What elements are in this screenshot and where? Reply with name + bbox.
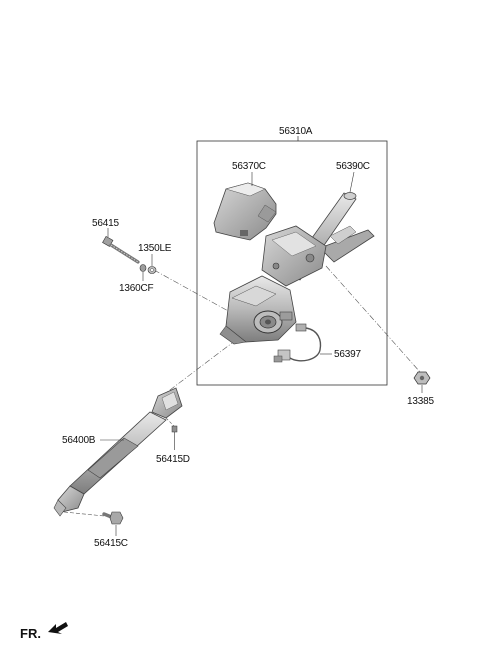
label-56390C: 56390C [336, 161, 370, 172]
label-56415: 56415 [92, 218, 119, 229]
leader-upper-column [349, 171, 355, 193]
assembly-dash-lines [153, 265, 421, 397]
bolt-56415D-part [171, 425, 178, 450]
wiring-harness-part [273, 323, 322, 363]
label-13385: 13385 [407, 396, 434, 407]
washer-1350LE-part [147, 266, 157, 274]
washer-1360CF-part [139, 264, 147, 272]
label-56415D: 56415D [156, 454, 190, 465]
label-56397: 56397 [334, 349, 361, 360]
label-56370C: 56370C [232, 161, 266, 172]
bolt-56415-part [102, 235, 140, 264]
bolt-56415C-part [63, 511, 124, 525]
dash-bolt-56415D [165, 417, 175, 427]
cover-part [213, 182, 277, 241]
label-1350LE: 1350LE [138, 243, 172, 254]
nut-13385-part [413, 371, 431, 385]
label-56400B: 56400B [62, 435, 96, 446]
mounting-bracket [261, 225, 327, 287]
column-housing [219, 275, 297, 345]
front-arrow-icon [48, 622, 68, 634]
assembly-frame [196, 140, 388, 386]
intermediate-shaft-part [53, 387, 183, 517]
label-1360CF: 1360CF [119, 283, 154, 294]
label-56310A: 56310A [279, 126, 313, 137]
front-direction-label: FR. [20, 626, 41, 641]
label-56415C: 56415C [94, 538, 128, 549]
